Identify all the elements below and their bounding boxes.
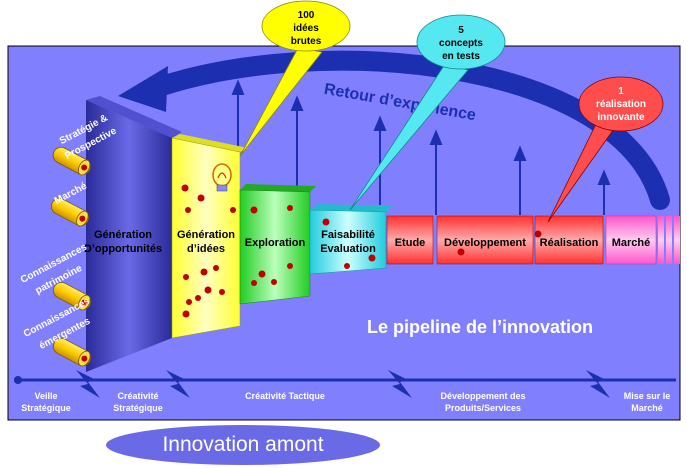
timeline-creativite-strat-line1: Créativité <box>117 391 158 401</box>
block-marche-tail-3 <box>674 216 680 264</box>
block-exploration <box>239 189 311 305</box>
timeline-creativite-strat-line2: Stratégique <box>113 403 163 413</box>
callout-concepts-line1: 5 <box>458 25 464 36</box>
upward-arrows <box>231 79 611 215</box>
timeline-dev-line2: Produits/Services <box>445 403 521 413</box>
timeline-start-dot <box>14 376 22 384</box>
stage-exploration: Exploration <box>245 237 306 249</box>
timeline-mise-line2: Marché <box>631 403 663 413</box>
block-marche-tail-1 <box>658 216 664 264</box>
block-marche-tail-2 <box>666 216 672 264</box>
block-faisabilite <box>309 209 387 275</box>
callout-ideas-line3: brutes <box>291 36 322 47</box>
stage-generation-opportunites-line1: Génération <box>94 229 152 241</box>
stage-realisation: Réalisation <box>540 237 599 249</box>
timeline-veille-line2: Stratégique <box>21 403 71 413</box>
timeline-creativite-tactique: Créativité Tactique <box>245 391 325 401</box>
timeline-lightning-markers <box>76 370 610 398</box>
innovation-amont-badge: Innovation amont <box>106 425 380 465</box>
callout-ideas: 100 idées brutes <box>239 0 351 157</box>
callout-ideas-line2: idées <box>293 23 319 34</box>
block-generation-idees-top <box>172 134 248 152</box>
stage-etude: Etude <box>395 237 426 249</box>
lightbulb-icon <box>212 163 232 192</box>
callout-realisation-line2: réalisation <box>596 99 646 110</box>
stage-generation-idees-line2: d’idées <box>187 243 225 255</box>
block-generation-opportunites <box>86 100 172 372</box>
callout-realisation-line1: 1 <box>618 86 624 97</box>
feedback-arrowhead <box>118 66 168 112</box>
timeline-dev-line1: Développement des <box>440 391 525 401</box>
idea-dots <box>181 184 542 318</box>
stage-generation-opportunites-line2: D’opportunités <box>84 243 162 255</box>
callout-ideas-line1: 100 <box>298 10 315 21</box>
timeline-veille-line1: Veille <box>34 391 57 401</box>
block-generation-opportunites-top <box>86 96 182 138</box>
input-cylinders <box>51 146 91 367</box>
callout-realisation: 1 réalisation innovante <box>547 76 664 223</box>
callout-concepts-line3: en tests <box>442 51 480 62</box>
timeline-mise-line1: Mise sur le <box>624 391 671 401</box>
stage-generation-idees-line1: Génération <box>177 229 235 241</box>
block-realisation <box>534 215 604 265</box>
stage-faisabilite-line2: Evaluation <box>320 243 376 255</box>
callout-realisation-line3: innovante <box>597 112 645 123</box>
pipeline-title: Le pipeline de l’innovation <box>367 317 593 337</box>
block-developpement <box>436 215 534 265</box>
callout-concepts: 5 concepts en tests <box>349 14 506 211</box>
stage-marche: Marché <box>612 237 651 249</box>
block-exploration-top <box>240 184 316 192</box>
callout-concepts-line2: concepts <box>439 38 483 49</box>
stage-developpement: Développement <box>444 237 526 249</box>
block-etude <box>386 215 434 265</box>
stage-faisabilite-line1: Faisabilité <box>321 229 375 241</box>
block-marche <box>605 215 657 265</box>
